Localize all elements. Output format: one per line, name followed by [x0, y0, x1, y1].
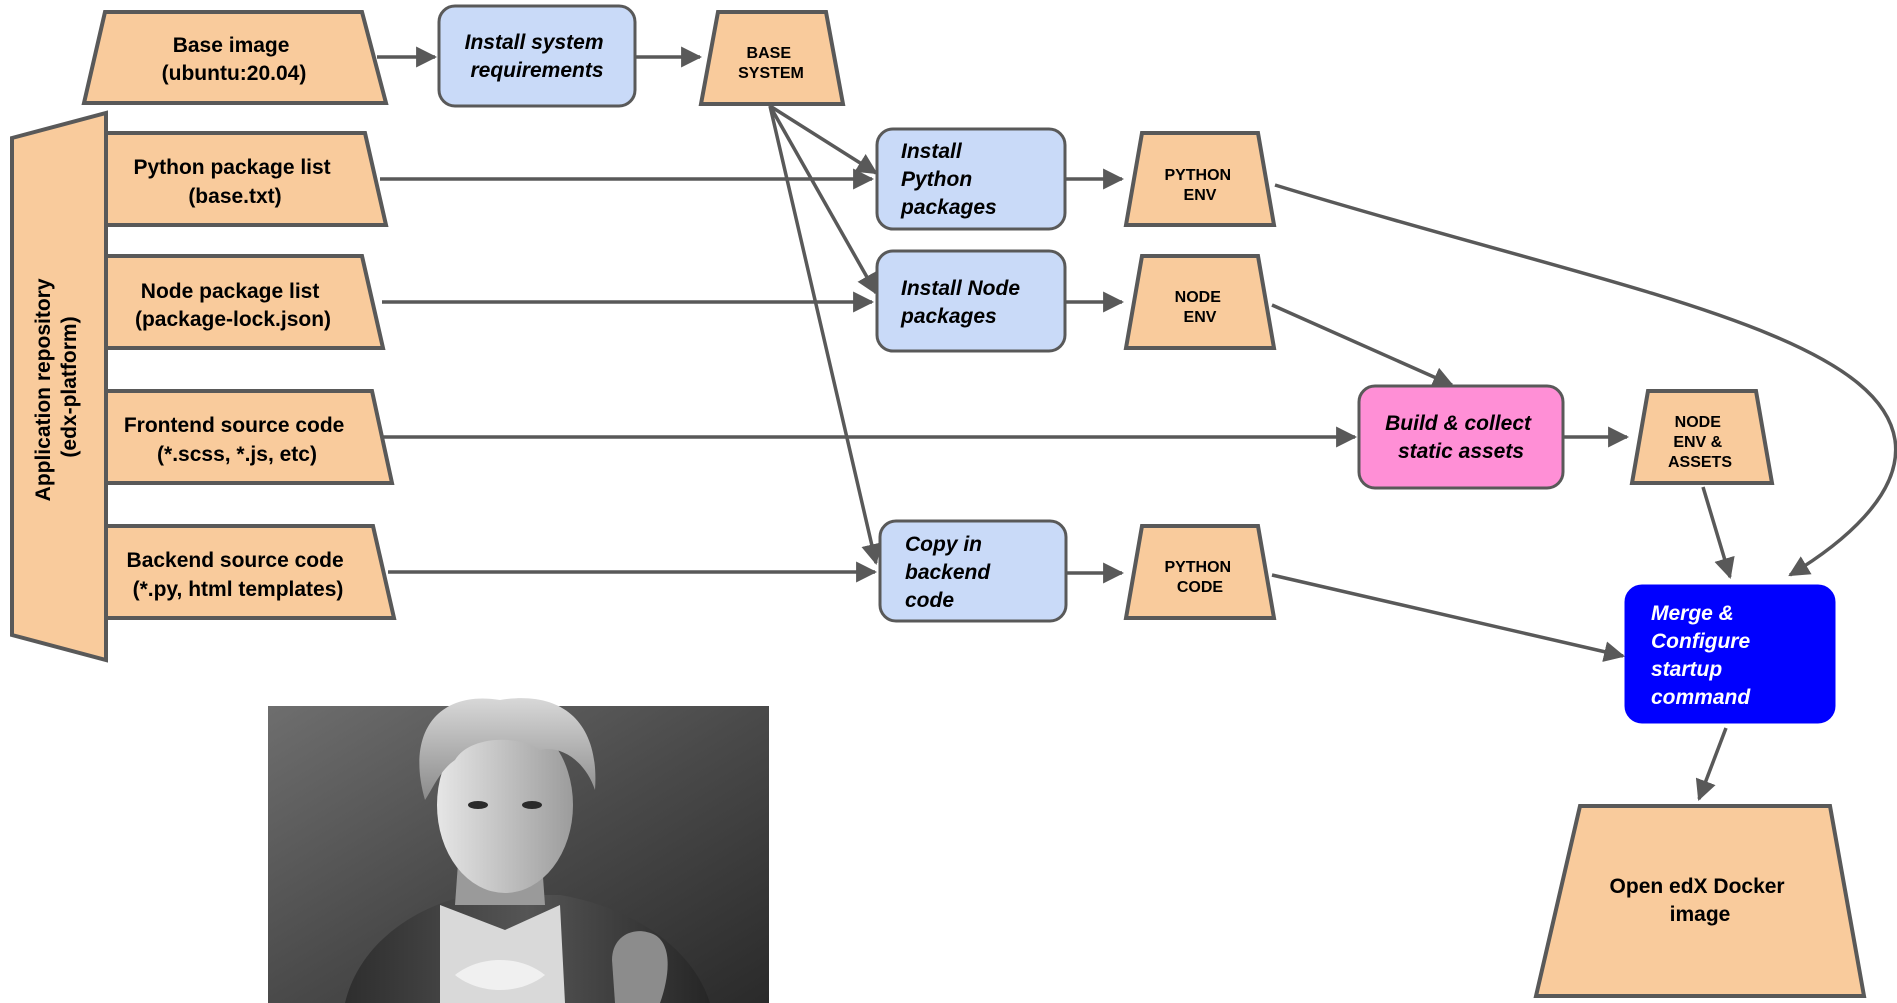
frontend-src-shape: [104, 389, 395, 485]
input-node-list: Node package list (package-lock.json): [104, 254, 386, 350]
input-frontend-src: Frontend source code (*.scss, *.js, etc): [104, 389, 395, 485]
photo-eye-left: [468, 801, 488, 809]
repository-shape: [10, 110, 108, 663]
python-code-shape: [1123, 524, 1277, 620]
step-install-system: Install system requirements: [437, 4, 637, 108]
photo-bow: [455, 960, 545, 990]
install-node-box: [875, 249, 1067, 353]
node-list-shape: [104, 254, 386, 350]
photo-face: [437, 717, 573, 893]
edge-base-system-to-install-node: [768, 105, 878, 295]
node-env-shape: [1123, 254, 1277, 350]
output-node-env-assets: NODE ENV & ASSETS: [1629, 389, 1775, 485]
final-image-label: Open edX Docker image: [1610, 875, 1791, 926]
copy-backend-box: [878, 519, 1068, 623]
output-node-env: NODE ENV: [1123, 254, 1277, 350]
frontend-src-label: Frontend source code (*.scss, *.js, etc): [124, 414, 350, 466]
edge-node-env-assets-to-merge: [1701, 486, 1735, 580]
photo-hair: [419, 698, 596, 800]
node-env-assets-shape: [1629, 389, 1775, 485]
merge-configure-box: [1624, 584, 1836, 724]
edge-python-code-to-merge: [1271, 573, 1626, 662]
merge-configure-label: Merge & Configure startup command: [1651, 602, 1756, 709]
photo-eye-right: [522, 801, 542, 809]
edge-base-system-to-install-python: [769, 104, 878, 175]
output-base-system: BASE SYSTEM: [698, 10, 846, 106]
backend-src-label: Backend source code (*.py, html template…: [127, 549, 350, 601]
install-python-box: [875, 127, 1067, 231]
final-image-shape: [1533, 804, 1867, 998]
python-list-shape: [104, 131, 389, 227]
input-base-image: Base image (ubuntu:20.04): [81, 10, 389, 105]
step-install-node: Install Node packages: [875, 249, 1067, 353]
input-python-list: Python package list (base.txt): [104, 131, 389, 227]
node-list-label: Node package list (package-lock.json): [135, 280, 331, 331]
backend-src-shape: [104, 524, 397, 620]
edge-merge-to-final: [1695, 727, 1728, 801]
base-image-shape: [81, 10, 389, 105]
input-backend-src: Backend source code (*.py, html template…: [104, 524, 397, 620]
install-node-label: Install Node packages: [900, 277, 1026, 328]
python-code-label: PYTHON CODE: [1164, 559, 1235, 596]
output-python-env: PYTHON ENV: [1123, 131, 1277, 227]
edge-base-system-to-copy-backend: [768, 105, 882, 566]
build-assets-label: Build & collect static assets: [1385, 412, 1537, 463]
base-system-label: BASE SYSTEM: [738, 45, 804, 82]
python-env-label: PYTHON ENV: [1164, 167, 1235, 204]
copy-backend-label: Copy in backend code: [905, 533, 996, 612]
base-system-shape: [698, 10, 846, 106]
node-env-label: NODE ENV: [1175, 289, 1226, 326]
edges: [358, 46, 1897, 801]
python-env-shape: [1123, 131, 1277, 227]
step-merge-configure: Merge & Configure startup command: [1624, 584, 1836, 724]
output-python-code: PYTHON CODE: [1123, 524, 1277, 620]
repository-label: Application repository (edx-platform): [32, 273, 81, 502]
edge-python-env-to-merge: [1274, 183, 1897, 577]
python-list-label: Python package list (base.txt): [133, 156, 336, 208]
step-install-python: Install Python packages: [875, 127, 1067, 231]
edge-node-env-to-build: [1271, 303, 1454, 387]
step-build-assets: Build & collect static assets: [1357, 384, 1565, 490]
install-system-box: [437, 4, 637, 108]
output-final-image: Open edX Docker image: [1533, 804, 1867, 998]
node-env-assets-label: NODE ENV & ASSETS: [1668, 414, 1732, 471]
base-image-label: Base image (ubuntu:20.04): [162, 34, 307, 85]
portrait-photo: [268, 698, 769, 1003]
install-python-label: Install Python packages: [900, 140, 997, 219]
install-system-label: Install system requirements: [465, 31, 610, 82]
application-repository: Application repository (edx-platform): [10, 110, 108, 663]
build-assets-box: [1357, 384, 1565, 490]
step-copy-backend: Copy in backend code: [878, 519, 1068, 623]
photo-hand: [612, 931, 668, 1003]
